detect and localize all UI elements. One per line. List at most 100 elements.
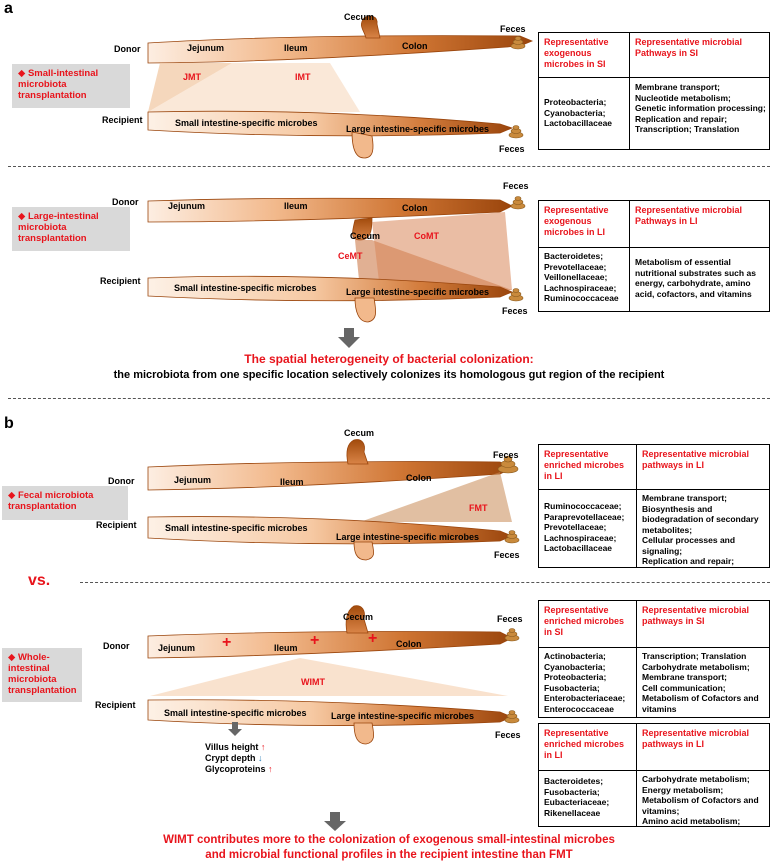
table-cell: Bacteroidetes; Fusobacteria; Eubacteriac… [544,776,610,818]
recipient-gut-a2 [147,275,514,323]
cecum-label: Cecum [344,12,375,22]
table-cell: Carbohydrate metabolism; Energy metaboli… [642,774,759,826]
feces-icon [510,36,526,50]
feces-icon [504,628,520,642]
donor-label: Donor [103,641,130,651]
divider [8,166,770,167]
fmt-label: FMT [469,503,488,513]
table-cell: Transcription; Translation Carbohydrate … [642,651,759,714]
table-header: Representative microbial pathways in LI [642,449,750,470]
donor-gut-a1 [147,15,534,64]
jejunum-label: Jejunum [174,475,212,485]
table-header: Representative exogenous microbes in SI [544,37,609,69]
recipient-gut-b2 [147,699,514,745]
feces-label: Feces [499,144,525,154]
table-header: Representative enriched microbes in LI [544,449,625,481]
table-cell: Membrane transport; Biosynthesis and bio… [642,493,759,566]
table-cell: Bacteroidetes; Prevotellaceae; Veillonel… [544,251,619,303]
plus-icon: + [310,632,320,649]
li-microbes-label: Large intestine-specific microbes [346,124,490,134]
donor-gut-a2 [147,197,513,241]
label-whole-intestinal: ◆ Whole- intestinal microbiota transplan… [2,648,82,702]
recipient-label: Recipient [102,115,143,125]
recipient-label: Recipient [100,276,141,286]
li-microbes-label: Large intestine-specific microbes [346,287,490,297]
conclusion-a-red: The spatial heterogeneity of bacterial c… [244,352,534,366]
table-header: Representative microbial Pathways in LI [635,205,743,226]
table-b2-li: Representative enriched microbes in LI R… [538,723,770,827]
feces-label: Feces [503,181,529,191]
recipient-label: Recipient [96,520,137,530]
vs-label: vs. [28,572,51,589]
table-cell: Metabolism of essential nutritional subs… [635,257,756,299]
up-arrow-icon: ↑ [268,764,273,774]
feces-icon [508,288,524,302]
ileum-label: Ileum [284,43,308,53]
feces-label: Feces [495,730,521,740]
table-a1: Representative exogenous microbes in SI … [538,32,770,150]
ileum-label: Ileum [274,643,298,653]
plus-icon: + [222,634,232,651]
recipient-gut-a1 [147,110,514,159]
feces-icon [510,196,526,210]
arrow-down-a [338,328,360,348]
donor-label: Donor [112,197,139,207]
colon-label: Colon [402,203,428,213]
label-large-intestinal: ◆ Large-intestinal microbiota transplant… [12,207,130,251]
table-cell: Membrane transport; Nucleotide metabolis… [635,82,766,134]
jejunum-label: Jejunum [158,643,196,653]
feces-label: Feces [493,450,519,460]
si-microbes-label: Small intestine-specific microbes [174,283,317,293]
feces-icon [504,710,520,724]
table-header: Representative enriched microbes in SI [544,605,625,637]
table-header: Representative microbial pathways in LI [642,728,750,749]
wimt-label: WIMT [301,677,325,687]
ileum-label: Ileum [280,477,304,487]
imt-wedge [148,63,360,112]
colon-label: Colon [396,639,422,649]
table-b2-si: Representative enriched microbes in SI R… [538,600,770,718]
colon-label: Colon [402,41,428,51]
table-cell: Ruminococcaceae; Paraprevotellaceae; Pre… [544,501,625,553]
ileum-label: Ileum [284,201,308,211]
imt-label: IMT [295,72,311,82]
si-microbes-label: Small intestine-specific microbes [175,118,318,128]
donor-label: Donor [108,476,135,486]
table-header: Representative exogenous microbes in LI [544,205,609,237]
conclusion-b-line2: and microbial functional profiles in the… [205,849,573,861]
cecum-label: Cecum [343,612,374,622]
table-cell: Proteobacteria; Cyanobacteria; Lactobaci… [544,97,613,128]
cecum-label: Cecum [344,428,375,438]
cemt-label: CeMT [338,251,363,261]
donor-gut-b2 [147,605,513,659]
recipient-label: Recipient [95,700,136,710]
donor-gut-b1 [147,439,513,491]
recipient-gut-b1 [147,516,514,561]
comt-label: CoMT [414,231,439,241]
fmt-wedge [360,472,512,522]
feces-label: Feces [502,306,528,316]
down-arrow-icon: ↓ [258,753,263,763]
feces-icon [508,125,524,139]
conclusion-a-black: the microbiota from one specific locatio… [113,369,665,381]
table-header: Representative enriched microbes in LI [544,728,625,760]
feces-label: Feces [497,614,523,624]
colon-label: Colon [406,473,432,483]
conclusion-b-line1: WIMT contributes more to the colonizatio… [163,834,615,846]
wimt-wedge [150,658,508,696]
panel-letter-b: b [4,415,14,432]
feces-label: Feces [500,24,526,34]
plus-icon: + [368,630,378,647]
table-cell: Actinobacteria; Cyanobacteria; Proteobac… [544,651,626,714]
li-microbes-label: Large intestine-specific microbes [336,532,480,542]
si-microbes-label: Small intestine-specific microbes [164,708,307,718]
si-microbes-label: Small intestine-specific microbes [165,523,308,533]
crypt-label: Crypt depth ↓ [205,753,263,763]
jejunum-label: Jejunum [187,43,225,53]
divider [8,398,770,399]
divider [80,582,770,583]
donor-label: Donor [114,44,141,54]
feces-icon [497,455,519,474]
